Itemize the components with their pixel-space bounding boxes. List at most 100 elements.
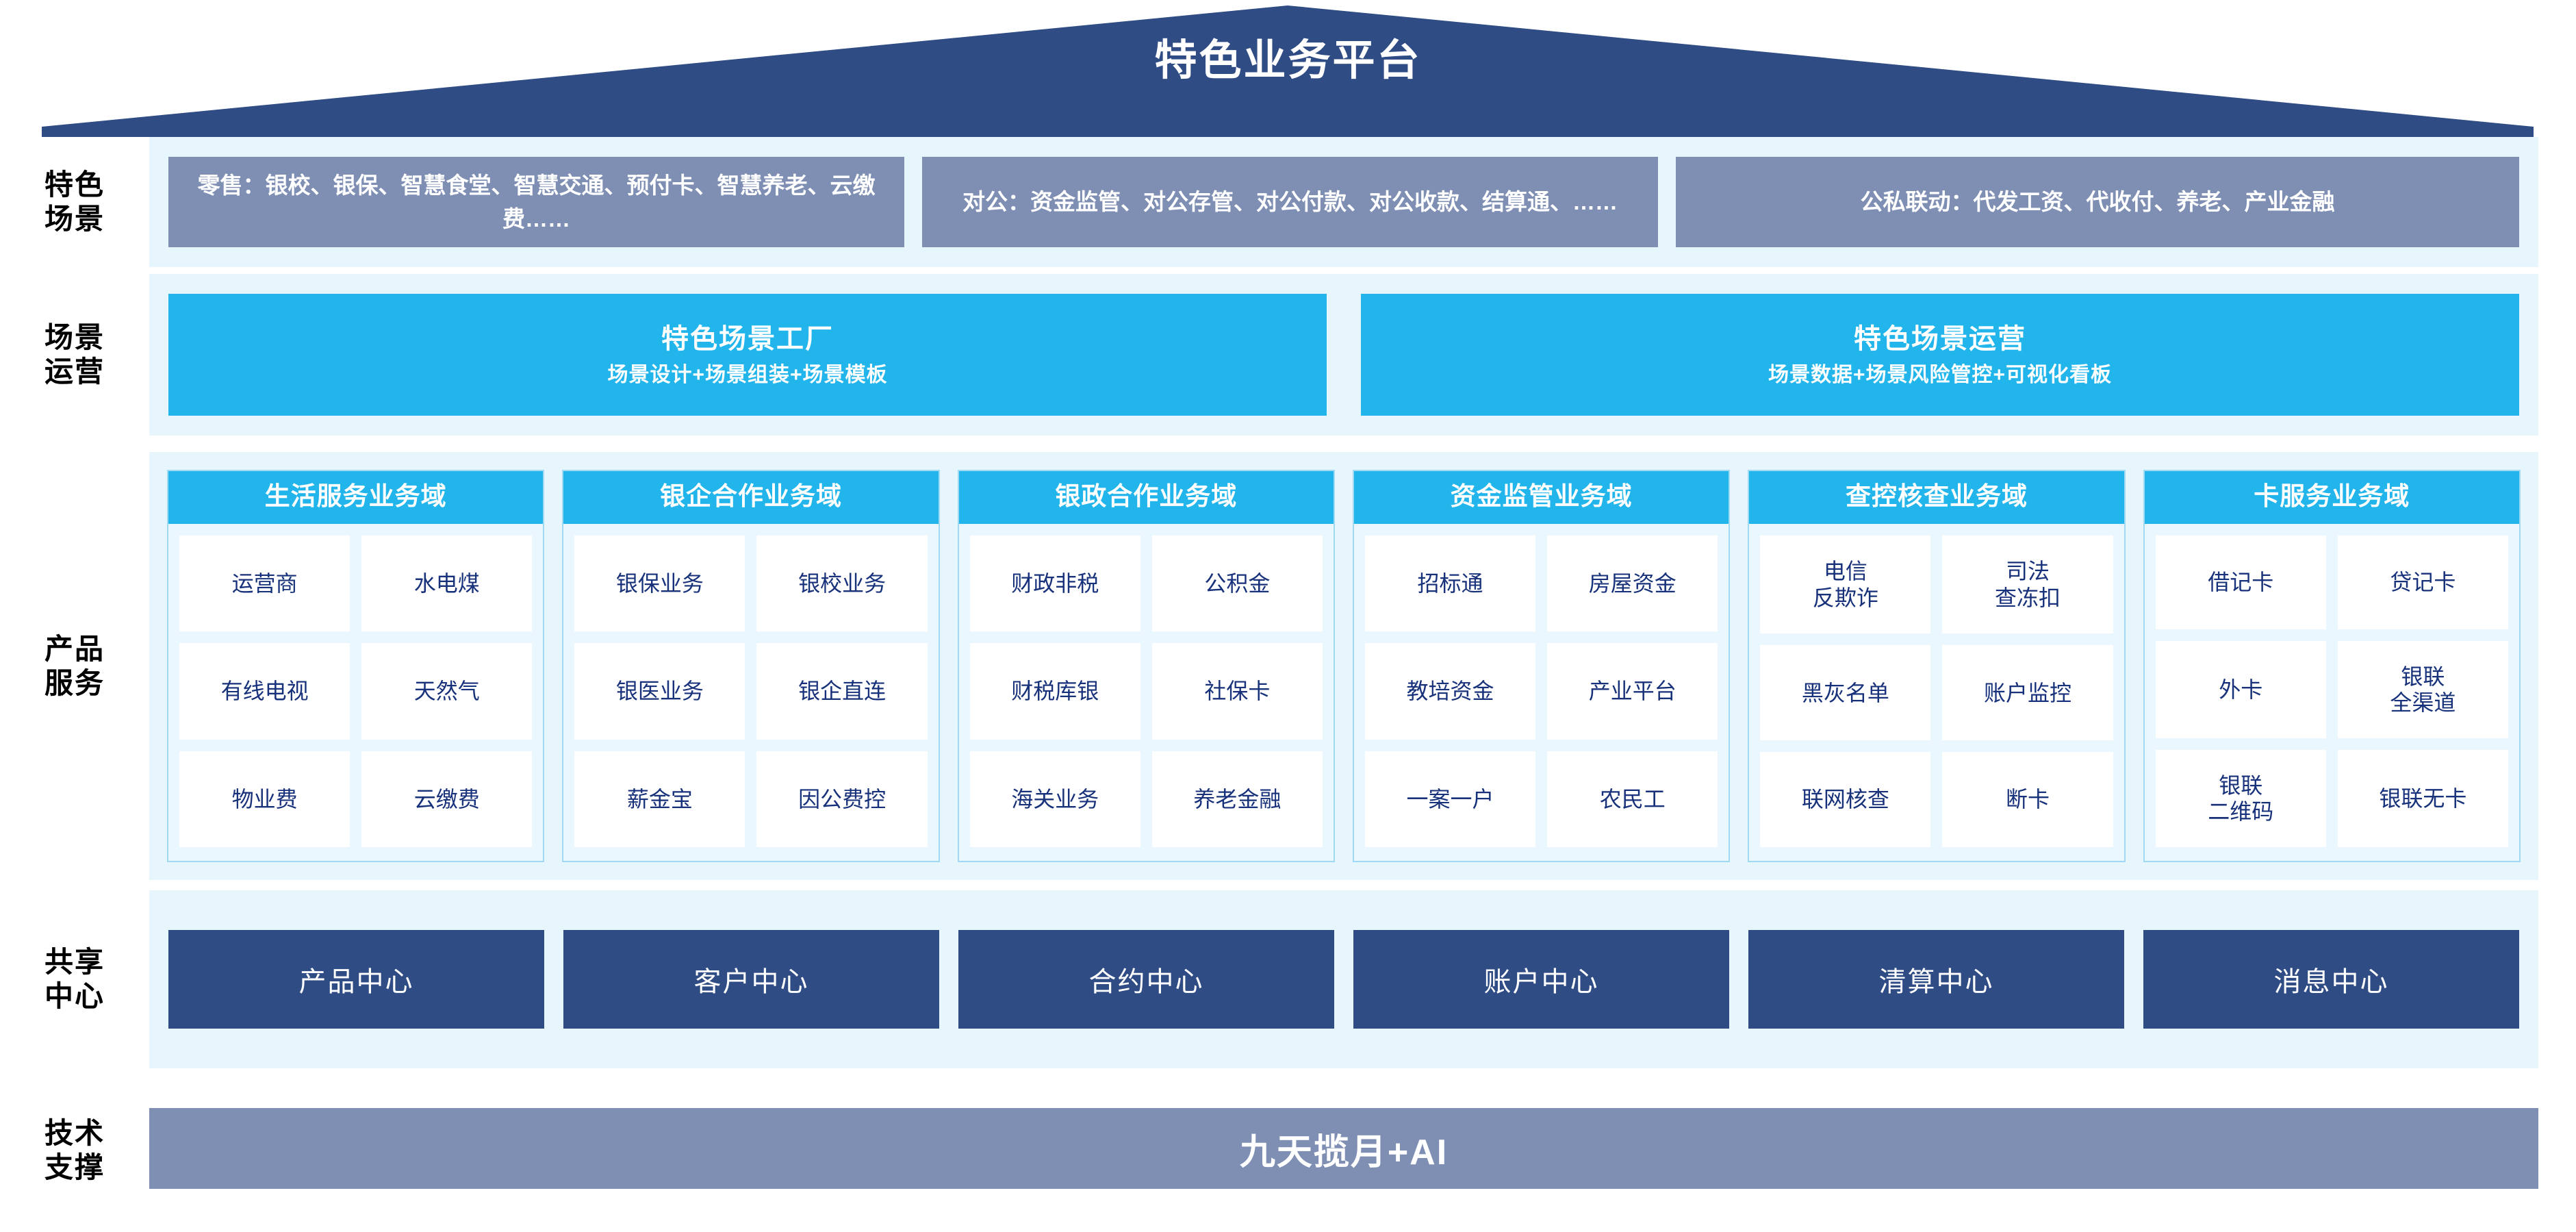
domain-title: 资金监管业务域	[1353, 471, 1729, 524]
band-shared-center: 产品中心客户中心合约中心账户中心清算中心消息中心	[149, 890, 2538, 1068]
domain-cell[interactable]: 贷记卡	[2337, 535, 2508, 629]
domain-cell-line: 银企直连	[798, 679, 887, 704]
rail-label-shared-center: 共享 中心	[0, 890, 149, 1068]
band-tech-support: 九天揽月+AI	[149, 1107, 2538, 1190]
rail-line-2: 支撑	[44, 1151, 105, 1183]
domain-cell[interactable]: 外卡	[2155, 640, 2326, 738]
scene-box-retail[interactable]: 零售：银校、银保、智慧食堂、智慧交通、预付卡、智慧养老、云缴费……	[168, 157, 904, 247]
domain-cell[interactable]: 司法查冻扣	[1942, 535, 2113, 634]
domain-cell-line: 司法	[2006, 559, 2050, 584]
domain-cell-line: 账户监控	[1984, 680, 2072, 705]
domain-cell[interactable]: 银医业务	[574, 643, 745, 740]
tech-support-bar[interactable]: 九天揽月+AI	[149, 1108, 2538, 1189]
domain-cell[interactable]: 因公费控	[756, 751, 928, 847]
domain-cell[interactable]: 公积金	[1151, 535, 1323, 632]
domain-title: 生活服务业务域	[168, 471, 544, 524]
domain-cell-line: 天然气	[413, 679, 480, 704]
row-shared-center: 共享 中心 产品中心客户中心合约中心账户中心清算中心消息中心	[0, 890, 2576, 1068]
scene-box-public-private[interactable]: 公私联动：代发工资、代收付、养老、产业金融	[1676, 157, 2519, 247]
row-featured-scenes: 特色 场景 零售：银校、银保、智慧食堂、智慧交通、预付卡、智慧养老、云缴费…… …	[0, 137, 2576, 267]
domain-cell[interactable]: 薪金宝	[574, 751, 745, 847]
domain-cell-line: 黑灰名单	[1801, 680, 1889, 705]
domain-cell-line: 财政非税	[1011, 570, 1099, 596]
domain-cell[interactable]: 财政非税	[969, 535, 1140, 632]
shared-center-box[interactable]: 客户中心	[563, 930, 939, 1029]
domain-cell-line: 社保卡	[1204, 679, 1271, 704]
domain-cell[interactable]: 产业平台	[1547, 643, 1718, 740]
domain-column: 银政合作业务域财政非税公积金财税库银社保卡海关业务养老金融	[957, 470, 1335, 862]
domain-cell-grid: 财政非税 公积金财税库银 社保卡海关业务 养老金融	[959, 524, 1334, 861]
domain-cell-line: 农民工	[1599, 786, 1666, 812]
domain-cell[interactable]: 养老金融	[1151, 751, 1323, 847]
domain-cell[interactable]: 水电煤	[361, 535, 533, 632]
shared-center-box[interactable]: 清算中心	[1748, 930, 2124, 1029]
domain-cell[interactable]: 断卡	[1942, 752, 2113, 847]
rail-line-1: 共享	[44, 946, 105, 979]
rail-line-1: 产品	[44, 632, 105, 665]
domain-cell-grid: 电信反欺诈司法查冻扣黑灰名单 账户监控联网核查 断卡	[1749, 524, 2124, 861]
ops-title: 特色场景运营	[1854, 323, 2026, 354]
band-featured-scenes: 零售：银校、银保、智慧食堂、智慧交通、预付卡、智慧养老、云缴费…… 对公：资金监…	[149, 137, 2538, 267]
ops-subtitle: 场景设计+场景组装+场景模板	[607, 363, 888, 386]
rail-label-featured-scenes: 特色 场景	[0, 137, 149, 267]
domain-cell[interactable]: 海关业务	[969, 751, 1140, 847]
domain-cell[interactable]: 银联全渠道	[2337, 640, 2508, 738]
domain-cell-line: 物业费	[231, 786, 298, 812]
domain-cell[interactable]: 电信反欺诈	[1760, 535, 1931, 634]
domain-cell[interactable]: 招标通	[1364, 535, 1536, 632]
rail-label-product-service: 产品 服务	[0, 452, 149, 880]
domain-cell[interactable]: 天然气	[361, 643, 533, 740]
shared-center-box[interactable]: 消息中心	[2143, 930, 2519, 1029]
domain-cell-line: 反欺诈	[1812, 585, 1878, 610]
domain-column: 查控核查业务域电信反欺诈司法查冻扣黑灰名单账户监控联网核查断卡	[1748, 470, 2126, 862]
page-title: 特色业务平台	[1154, 37, 1422, 84]
domain-cell[interactable]: 黑灰名单	[1760, 645, 1931, 741]
domain-cell[interactable]: 云缴费	[361, 751, 533, 847]
ops-subtitle: 场景数据+场景风险管控+可视化看板	[1768, 363, 2113, 386]
domain-cell-line: 银保业务	[615, 570, 704, 596]
shared-center-box[interactable]: 账户中心	[1353, 930, 1729, 1029]
domain-cell[interactable]: 一案一户	[1364, 751, 1536, 847]
domain-cell[interactable]: 银校业务	[756, 535, 928, 632]
domain-cell[interactable]: 财税库银	[969, 643, 1140, 740]
ops-box-scene-operation[interactable]: 特色场景运营 场景数据+场景风险管控+可视化看板	[1361, 294, 2519, 416]
domain-cell-line: 断卡	[2006, 787, 2050, 812]
domain-cell[interactable]: 账户监控	[1942, 645, 2113, 741]
domain-cell[interactable]: 教培资金	[1364, 643, 1536, 740]
domain-cell-line: 薪金宝	[626, 786, 693, 812]
domain-column: 银企合作业务域银保业务 银校业务银医业务 银企直连薪金宝 因公费控	[562, 470, 940, 862]
domain-cell-line: 云缴费	[413, 786, 480, 812]
domain-cell[interactable]: 借记卡	[2155, 535, 2326, 629]
domain-cell-grid: 借记卡贷记卡外卡 银联全渠道银联二维码银联无卡	[2145, 524, 2519, 861]
domain-cell-line: 房屋资金	[1588, 570, 1676, 596]
rail-line-1: 技术	[44, 1117, 105, 1150]
shared-center-box[interactable]: 产品中心	[168, 930, 544, 1029]
band-scene-operation: 特色场景工厂 场景设计+场景组装+场景模板 特色场景运营 场景数据+场景风险管控…	[149, 274, 2538, 436]
domain-cell[interactable]: 联网核查	[1760, 752, 1931, 847]
domain-cell[interactable]: 银联二维码	[2155, 749, 2326, 847]
scene-box-corporate[interactable]: 对公：资金监管、对公存管、对公付款、对公收款、结算通、……	[922, 157, 1658, 247]
domain-cell[interactable]: 农民工	[1547, 751, 1718, 847]
row-scene-operation: 场景 运营 特色场景工厂 场景设计+场景组装+场景模板 特色场景运营 场景数据+…	[0, 274, 2576, 436]
domain-cell[interactable]: 有线电视	[179, 643, 350, 740]
domain-cell[interactable]: 银保业务	[574, 535, 745, 632]
domain-cell[interactable]: 物业费	[179, 751, 350, 847]
row-tech-support: 技术 支撑 九天揽月+AI	[0, 1096, 2576, 1205]
domain-cell-line: 外卡	[2219, 677, 2263, 702]
domain-cell[interactable]: 社保卡	[1151, 643, 1323, 740]
domain-cell[interactable]: 银联无卡	[2337, 749, 2508, 847]
domain-cell-line: 海关业务	[1011, 786, 1099, 812]
ops-title: 特色场景工厂	[661, 323, 834, 354]
rail-line-2: 中心	[44, 980, 105, 1012]
domain-cell[interactable]: 运营商	[179, 535, 350, 632]
domain-title: 银企合作业务域	[563, 471, 939, 524]
domain-cell-grid: 银保业务 银校业务银医业务 银企直连薪金宝 因公费控	[563, 524, 938, 861]
shared-center-box[interactable]: 合约中心	[958, 930, 1334, 1029]
domain-cell-line: 财税库银	[1011, 679, 1099, 704]
domain-cell[interactable]: 银企直连	[756, 643, 928, 740]
rail-label-scene-operation: 场景 运营	[0, 274, 149, 436]
domain-cell-line: 银校业务	[798, 570, 887, 596]
domain-cell-line: 运营商	[231, 570, 298, 596]
ops-box-scene-factory[interactable]: 特色场景工厂 场景设计+场景组装+场景模板	[168, 294, 1327, 416]
domain-cell[interactable]: 房屋资金	[1547, 535, 1718, 632]
